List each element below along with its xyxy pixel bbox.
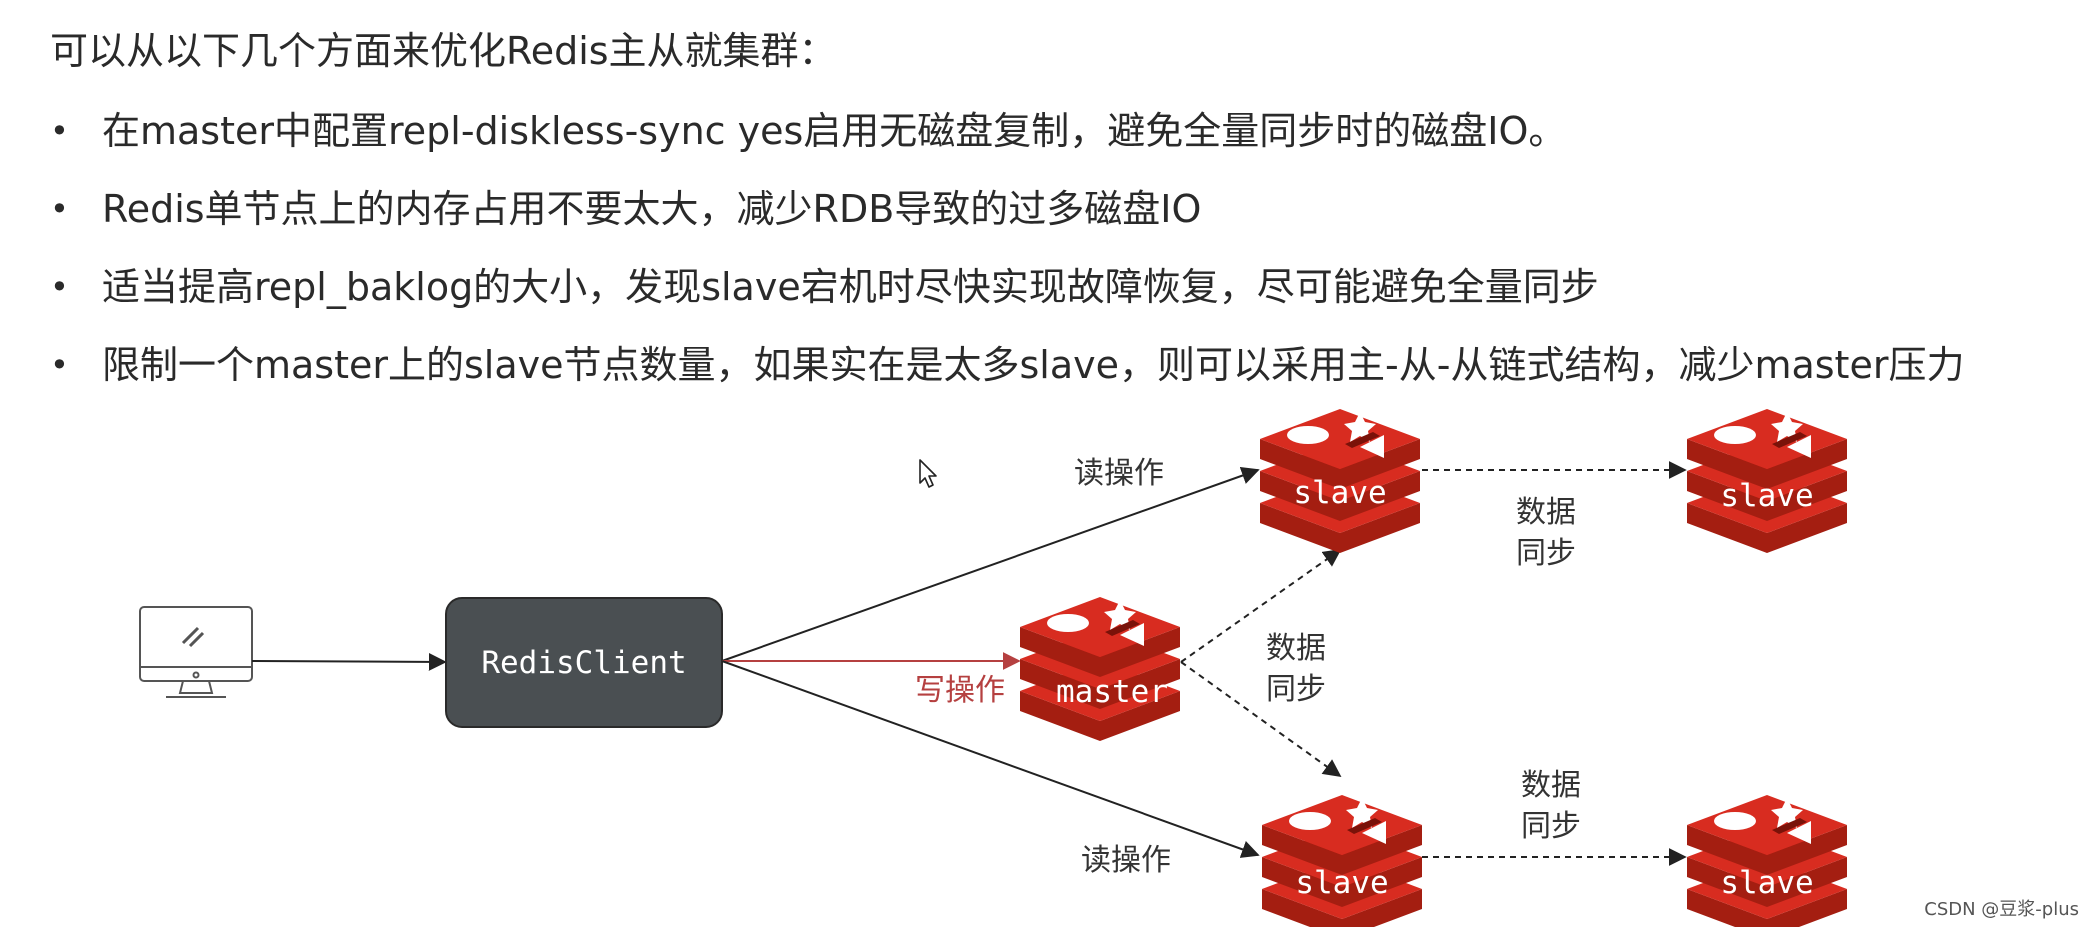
sync-label-line2: 同步 bbox=[1266, 672, 1326, 707]
redis-logo-icon bbox=[1687, 795, 1847, 927]
read-op-label-top: 读操作 bbox=[1074, 456, 1164, 491]
sync-label-line2: 同步 bbox=[1516, 536, 1576, 571]
read-op-label-bottom: 读操作 bbox=[1081, 843, 1171, 878]
redis-logo-icon bbox=[1020, 597, 1180, 741]
redis-client-label: RedisClient bbox=[481, 645, 686, 681]
slave-node-bottom-right: slave bbox=[1687, 795, 1847, 927]
sync-label-line1: 数据 bbox=[1521, 768, 1581, 803]
csdn-watermark: CSDN @豆浆-plus bbox=[1924, 899, 2079, 920]
monitor-to-client-arrow bbox=[251, 652, 447, 671]
bullet-item-diskless-sync: 在master中配置repl-diskless-sync yes启用无磁盘复制，… bbox=[50, 104, 1964, 158]
optimization-list: 在master中配置repl-diskless-sync yes启用无磁盘复制，… bbox=[50, 104, 1964, 416]
read-arrow-bottom bbox=[721, 660, 1260, 858]
redis-client-box: RedisClient bbox=[445, 597, 723, 728]
master-node-label: master bbox=[1056, 674, 1168, 710]
redis-logo-icon bbox=[1262, 795, 1422, 927]
sync-label-middle: 数据 同步 bbox=[1266, 631, 1326, 707]
bullet-item-chain: 限制一个master上的slave节点数量，如果实在是太多slave，则可以采用… bbox=[50, 338, 1964, 392]
slave-node-top-right: slave bbox=[1687, 409, 1847, 553]
slave-node-label: slave bbox=[1295, 865, 1388, 901]
page-heading: 可以从以下几个方面来优化Redis主从就集群： bbox=[50, 29, 837, 73]
slave-node-label: slave bbox=[1720, 478, 1813, 514]
sync-label-line2: 同步 bbox=[1521, 809, 1581, 844]
bullet-item-memory: Redis单节点上的内存占用不要太大，减少RDB导致的过多磁盘IO bbox=[50, 182, 1964, 236]
bullet-item-baklog: 适当提高repl_baklog的大小，发现slave宕机时尽快实现故障恢复，尽可… bbox=[50, 260, 1964, 314]
slave-node-label: slave bbox=[1293, 475, 1386, 511]
slave-node-bottom-left: slave bbox=[1262, 795, 1422, 927]
slave-node-top-left: slave bbox=[1260, 409, 1420, 553]
sync-label-top: 数据 同步 bbox=[1516, 495, 1576, 571]
sync-label-line1: 数据 bbox=[1516, 495, 1576, 530]
sync-label-line1: 数据 bbox=[1266, 631, 1326, 666]
slave-node-label: slave bbox=[1720, 865, 1813, 901]
monitor-icon bbox=[139, 606, 253, 698]
read-arrow-top bbox=[721, 466, 1260, 662]
mouse-cursor-icon bbox=[919, 459, 937, 488]
sync-label-bottom: 数据 同步 bbox=[1521, 768, 1581, 844]
master-node: master bbox=[1020, 597, 1180, 741]
write-op-label: 写操作 bbox=[915, 673, 1005, 708]
